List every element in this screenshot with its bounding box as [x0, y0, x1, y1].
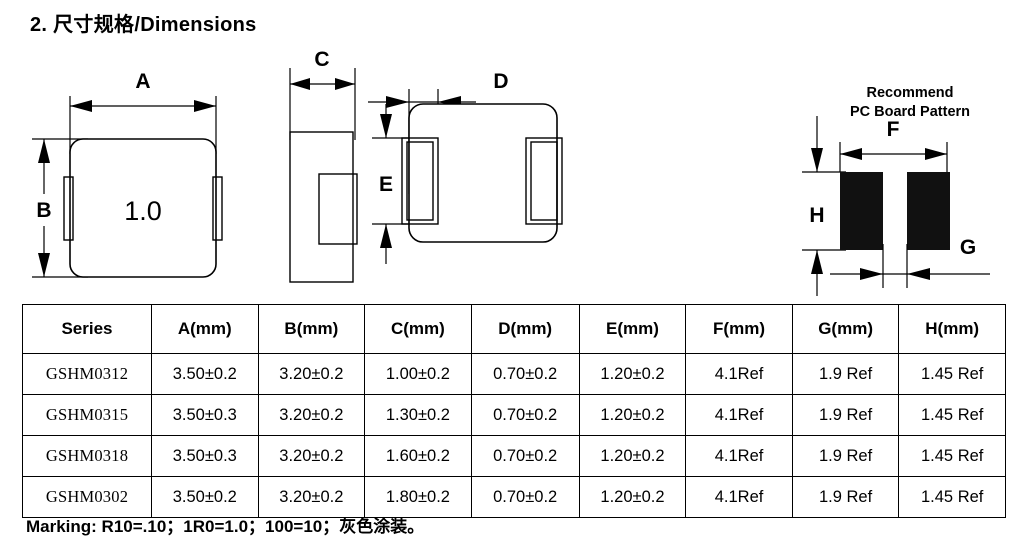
dimension-label-f: F	[887, 118, 900, 141]
cell-h: 1.45 Ref	[898, 394, 1006, 436]
dimension-label-g: G	[960, 236, 976, 259]
arrow-b-top	[38, 139, 50, 163]
figure-top-view: A B 1.0	[22, 44, 282, 302]
dimensions-table-wrap: Series A(mm) B(mm) C(mm) D(mm) E(mm) F(m…	[22, 304, 1006, 518]
table-row: GSHM0312 3.50±0.2 3.20±0.2 1.00±0.2 0.70…	[22, 353, 1006, 395]
pcb-caption-line1: Recommend	[866, 85, 954, 101]
terminal-pad-right-outer	[525, 137, 563, 225]
table-row: GSHM0315 3.50±0.3 3.20±0.2 1.30±0.2 0.70…	[22, 394, 1006, 436]
arrow-g-right	[907, 268, 930, 280]
col-header-e: E(mm)	[578, 304, 687, 354]
table-header-row: Series A(mm) B(mm) C(mm) D(mm) E(mm) F(m…	[22, 304, 1006, 354]
cell-series: GSHM0302	[22, 476, 152, 518]
col-header-f: F(mm)	[685, 304, 793, 354]
col-header-c: C(mm)	[364, 304, 472, 354]
terminal-tab-left	[63, 176, 74, 241]
cell-c: 1.80±0.2	[364, 476, 472, 518]
dimension-label-h: H	[809, 204, 824, 227]
arrow-a-right	[194, 100, 216, 112]
cell-c: 1.30±0.2	[364, 394, 472, 436]
cell-series: GSHM0315	[22, 394, 152, 436]
dimension-label-c: C	[314, 48, 329, 71]
cell-h: 1.45 Ref	[898, 435, 1006, 477]
terminal-pad-left-inner	[406, 141, 434, 221]
dimension-label-b: B	[36, 199, 51, 222]
cell-c: 1.00±0.2	[364, 353, 472, 395]
dimensions-table: Series A(mm) B(mm) C(mm) D(mm) E(mm) F(m…	[22, 304, 1006, 518]
cell-g: 1.9 Ref	[791, 435, 900, 477]
terminal-tab-right	[212, 176, 223, 241]
cell-e: 1.20±0.2	[578, 394, 687, 436]
figure-side-view: C	[262, 44, 382, 302]
cell-g: 1.9 Ref	[791, 353, 900, 395]
col-header-series: Series	[22, 304, 152, 354]
solder-pad-left	[840, 172, 883, 250]
arrow-e-top	[380, 114, 392, 138]
component-marking: 1.0	[124, 196, 162, 226]
arrow-e-bottom	[380, 224, 392, 248]
arrow-a-left	[70, 100, 92, 112]
arrow-f-left	[840, 148, 862, 160]
cell-g: 1.9 Ref	[791, 476, 900, 518]
figure-bottom-view: D E	[366, 44, 596, 302]
cell-d: 0.70±0.2	[470, 435, 580, 477]
arrow-b-bottom	[38, 253, 50, 277]
cell-a: 3.50±0.2	[151, 476, 259, 518]
marking-note: Marking: R10=.10；1R0=1.0；100=10；灰色涂装。	[26, 517, 425, 536]
cell-h: 1.45 Ref	[898, 476, 1006, 518]
cell-h: 1.45 Ref	[898, 353, 1006, 395]
col-header-a: A(mm)	[151, 304, 259, 354]
arrow-d-left	[386, 96, 409, 108]
cell-b: 3.20±0.2	[257, 394, 366, 436]
arrow-c-left	[290, 78, 310, 90]
component-body-top	[69, 138, 217, 278]
cell-a: 3.50±0.3	[151, 435, 259, 477]
cell-f: 4.1Ref	[685, 353, 793, 395]
cell-g: 1.9 Ref	[791, 394, 900, 436]
col-header-h: H(mm)	[898, 304, 1006, 354]
cell-a: 3.50±0.3	[151, 394, 259, 436]
dimension-label-d: D	[493, 70, 508, 93]
component-body-side	[289, 131, 354, 283]
arrow-f-right	[925, 148, 947, 160]
cell-f: 4.1Ref	[685, 394, 793, 436]
cell-series: GSHM0312	[22, 353, 152, 395]
cell-d: 0.70±0.2	[470, 476, 580, 518]
terminal-pad-right-inner	[530, 141, 558, 221]
col-header-b: B(mm)	[257, 304, 366, 354]
cell-d: 0.70±0.2	[470, 394, 580, 436]
arrow-h-bottom	[811, 250, 823, 274]
pcb-caption: Recommend PC Board Pattern	[820, 84, 1000, 121]
cell-a: 3.50±0.2	[151, 353, 259, 395]
cell-c: 1.60±0.2	[364, 435, 472, 477]
component-body-bottom	[408, 103, 558, 243]
arrow-c-right	[335, 78, 355, 90]
pcb-caption-line2: PC Board Pattern	[849, 103, 971, 120]
cell-e: 1.20±0.2	[578, 476, 687, 518]
terminal-side	[318, 173, 358, 245]
solder-pad-right	[907, 172, 950, 250]
drawings-area: A B 1.0	[0, 44, 1028, 302]
page-title: 2. 尺寸规格/Dimensions	[30, 14, 257, 36]
cell-e: 1.20±0.2	[578, 435, 687, 477]
dimension-label-e: E	[379, 173, 393, 196]
table-row: GSHM0302 3.50±0.2 3.20±0.2 1.80±0.2 0.70…	[22, 476, 1006, 518]
cell-b: 3.20±0.2	[257, 435, 366, 477]
cell-b: 3.20±0.2	[257, 353, 366, 395]
cell-series: GSHM0318	[22, 435, 152, 477]
cell-f: 4.1Ref	[685, 435, 793, 477]
dimension-label-a: A	[135, 70, 150, 93]
table-row: GSHM0318 3.50±0.3 3.20±0.2 1.60±0.2 0.70…	[22, 435, 1006, 477]
cell-f: 4.1Ref	[685, 476, 793, 518]
col-header-d: D(mm)	[470, 304, 580, 354]
terminal-pad-left-outer	[401, 137, 439, 225]
arrow-g-left	[860, 268, 883, 280]
arrow-h-top	[811, 148, 823, 172]
col-header-g: G(mm)	[791, 304, 900, 354]
cell-d: 0.70±0.2	[470, 353, 580, 395]
cell-b: 3.20±0.2	[257, 476, 366, 518]
cell-e: 1.20±0.2	[578, 353, 687, 395]
